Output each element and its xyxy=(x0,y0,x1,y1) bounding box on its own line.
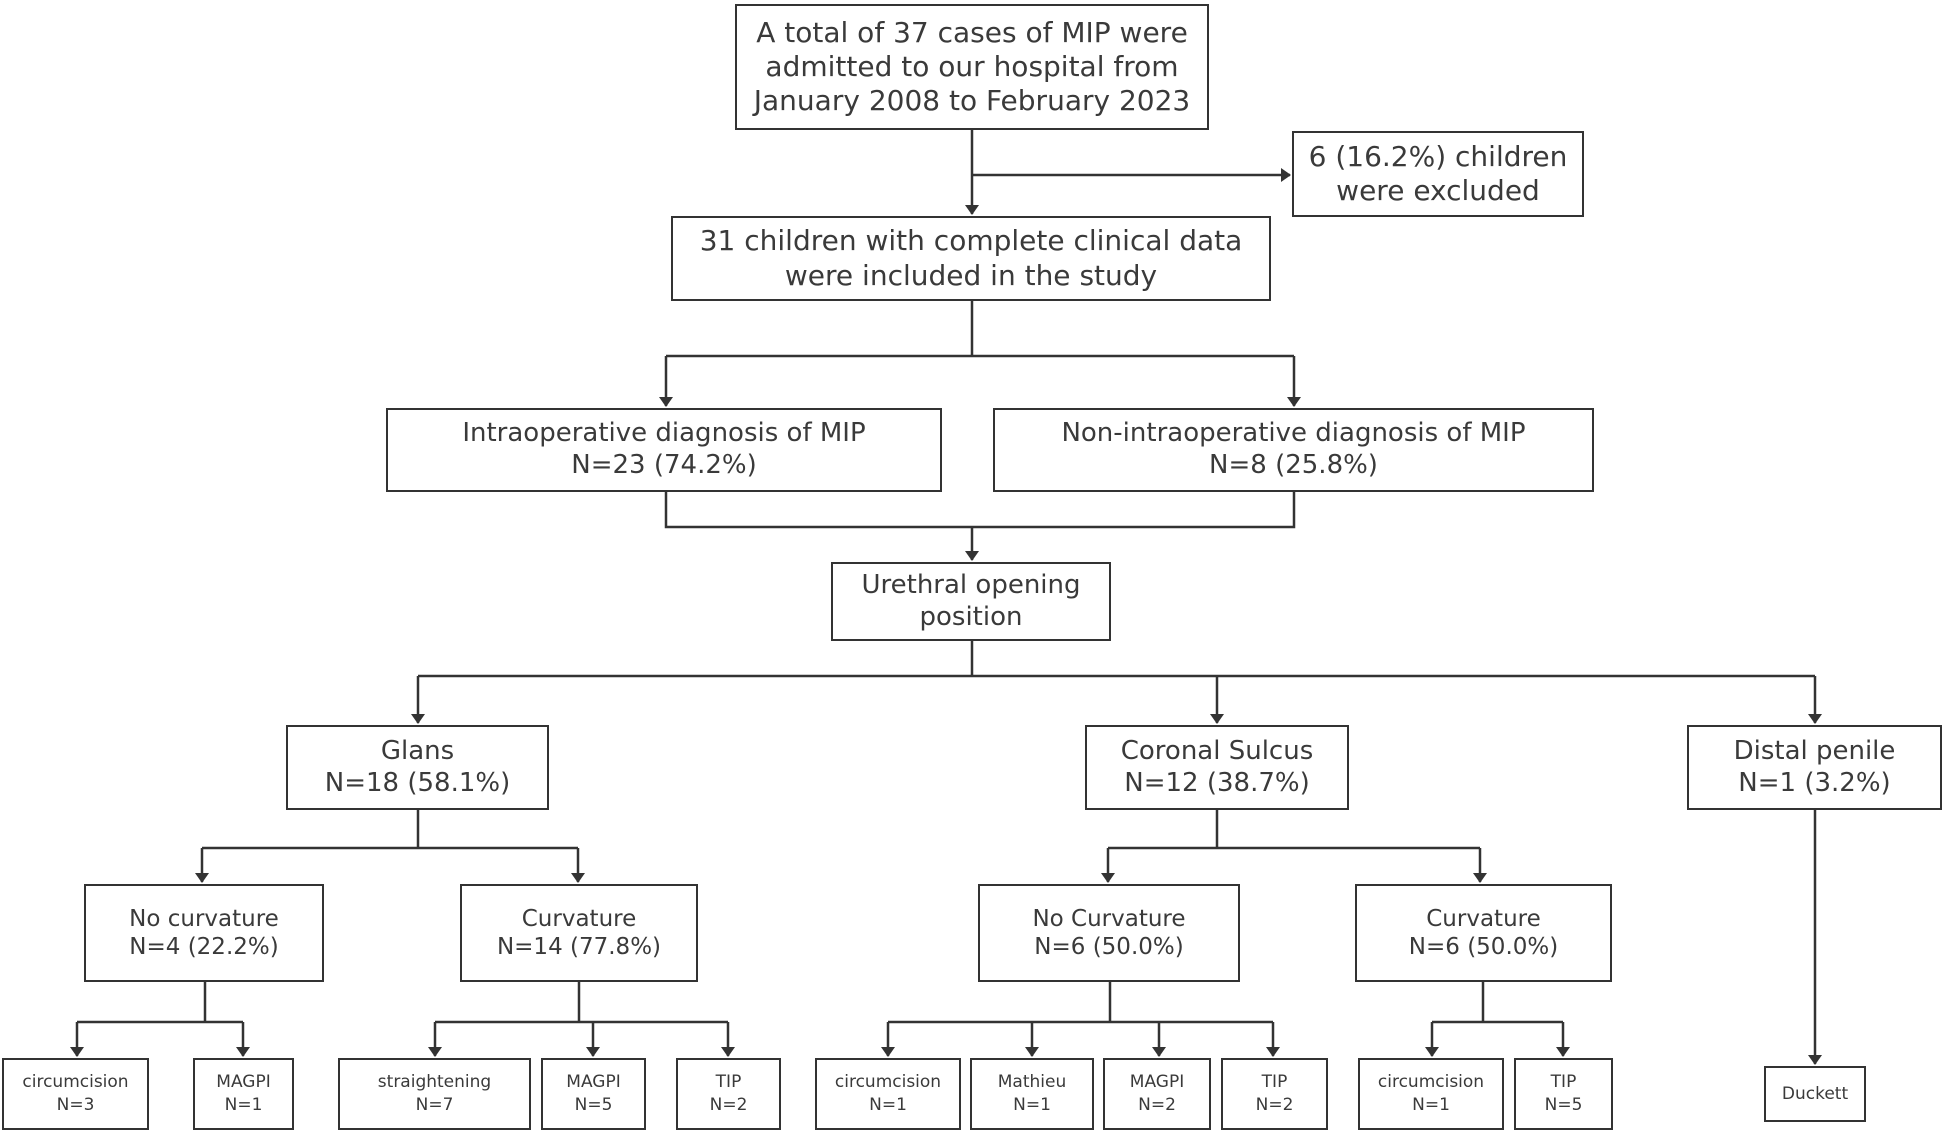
box-text-line: Non-intraoperative diagnosis of MIP xyxy=(1061,418,1526,449)
box-text-line: N=2 xyxy=(709,1095,748,1115)
box-text-line: position xyxy=(919,601,1023,632)
box-text-line: 31 children with complete clinical data xyxy=(699,224,1243,258)
box-text-line: No Curvature xyxy=(1032,905,1186,932)
box-text-line: MAGPI xyxy=(566,1072,621,1093)
box-text-line: 6 (16.2%) children xyxy=(1308,139,1568,173)
box-text-line: were included in the study xyxy=(784,258,1158,292)
box-text-line: N=14 (77.8%) xyxy=(496,934,662,960)
box-text-line: N=6 (50.0%) xyxy=(1034,934,1184,960)
box-text-line: circumcision xyxy=(22,1072,129,1093)
box-text-line: TIP xyxy=(1261,1072,1288,1093)
box-text-line: N=1 xyxy=(869,1095,907,1115)
box-text-line: N=1 xyxy=(1412,1095,1450,1115)
box-text-line: were excluded xyxy=(1336,174,1540,207)
box-text-line: N=1 (3.2%) xyxy=(1738,767,1891,798)
box-text-line: N=2 xyxy=(1255,1095,1294,1115)
box-text-line: N=1 xyxy=(224,1095,263,1115)
box-text-line: N=3 xyxy=(56,1095,95,1115)
box-text-line: Coronal Sulcus xyxy=(1120,735,1314,766)
box-text-line: N=2 xyxy=(1138,1095,1176,1115)
box-text-line: N=6 (50.0%) xyxy=(1408,934,1559,960)
box-text-line: TIP xyxy=(715,1072,742,1093)
box-text-line: Curvature xyxy=(521,905,637,932)
box-text-line: A total of 37 cases of MIP were xyxy=(756,15,1188,49)
box-text-line: Urethral opening xyxy=(861,569,1081,600)
box-text-line: N=23 (74.2%) xyxy=(571,450,757,480)
box-text-line: N=4 (22.2%) xyxy=(129,934,279,960)
box-text-line: circumcision xyxy=(1377,1072,1485,1093)
box-text-line: MAGPI xyxy=(1129,1072,1185,1093)
box-text-line: Intraoperative diagnosis of MIP xyxy=(462,418,866,449)
box-text-line: straightening xyxy=(377,1072,492,1093)
box-text-line: Glans xyxy=(380,735,455,766)
box-text-line: circumcision xyxy=(834,1072,942,1093)
box-text-line: TIP xyxy=(1550,1072,1577,1093)
box-text-line: N=5 xyxy=(574,1095,613,1115)
line-connector xyxy=(664,492,1296,529)
box-text-line: Duckett xyxy=(1781,1083,1849,1104)
box-text-line: Mathieu xyxy=(997,1072,1067,1093)
box-text-line: Distal penile xyxy=(1733,735,1896,766)
procedure-box: Duckett xyxy=(1764,1066,1866,1122)
box-text-line: January 2008 to February 2023 xyxy=(753,84,1191,118)
box-text-line: N=7 xyxy=(415,1095,454,1115)
box-text-line: MAGPI xyxy=(216,1072,271,1093)
box-text-line: No curvature xyxy=(129,905,279,932)
box-text-line: N=8 (25.8%) xyxy=(1209,450,1378,480)
box-text-line: N=18 (58.1%) xyxy=(324,767,511,798)
box-text-line: N=5 xyxy=(1544,1095,1583,1115)
box-text-line: N=12 (38.7%) xyxy=(1124,767,1310,798)
box-text-line: admitted to our hospital from xyxy=(765,49,1179,83)
box-text-line: Curvature xyxy=(1426,905,1541,932)
box-text-line: N=1 xyxy=(1013,1095,1051,1115)
